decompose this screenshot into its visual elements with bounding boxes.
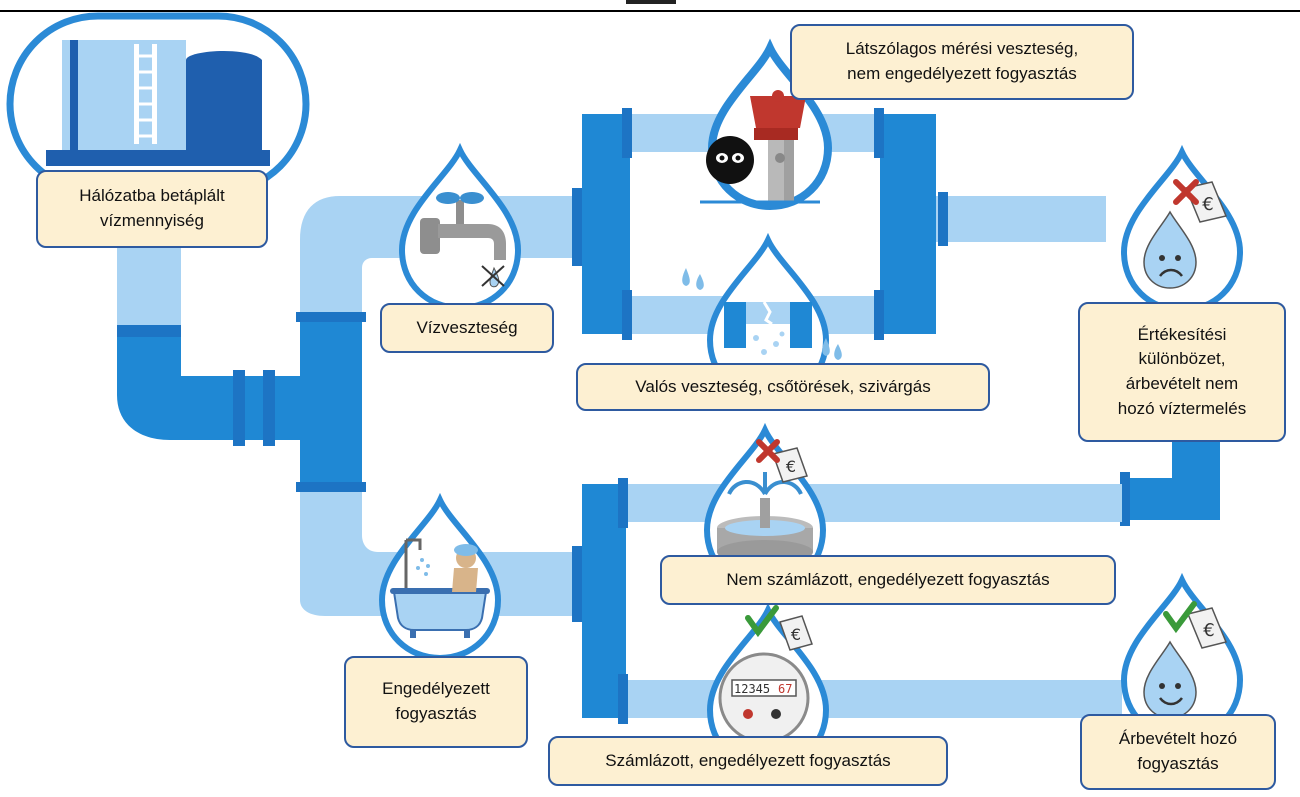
label-billed-authorized: Számlázott, engedélyezett fogyasztás [548,736,948,786]
pipe-network [117,108,1220,724]
splash-icon [682,268,842,360]
label-water-loss: Vízveszteség [380,303,554,353]
label-non-revenue: Értékesítési különbözet, árbevételt nem … [1078,302,1286,442]
meter-digits-red: 67 [778,682,792,696]
happy-water-drop-icon: € [1124,580,1240,738]
water-meter-icon: 12345 67 € [710,605,826,768]
top-fragment [626,0,676,4]
svg-text:€: € [786,457,796,476]
label-real-loss: Valós veszteség, csőtörések, szivárgás [576,363,990,411]
meter-digits: 12345 [734,682,770,696]
label-authorized-consumption: Engedélyezett fogyasztás [344,656,528,748]
label-unbilled-authorized: Nem számlázott, engedélyezett fogyasztás [660,555,1116,605]
water-tank-icon [6,12,310,196]
label-system-input: Hálózatba betáplált vízmennyiség [36,170,268,248]
bathtub-person-icon [382,500,498,658]
svg-text:€: € [1203,620,1214,641]
label-apparent-loss: Látszólagos mérési veszteség, nem engedé… [790,24,1134,100]
label-revenue-water: Árbevételt hozó fogyasztás [1080,714,1276,790]
dripping-tap-icon [402,150,518,308]
svg-text:€: € [1202,194,1213,215]
sad-water-drop-icon: € [1124,152,1240,310]
svg-text:€: € [791,625,801,644]
burst-pipe-icon [710,240,826,398]
masked-thief-hydrant-icon [700,48,828,206]
